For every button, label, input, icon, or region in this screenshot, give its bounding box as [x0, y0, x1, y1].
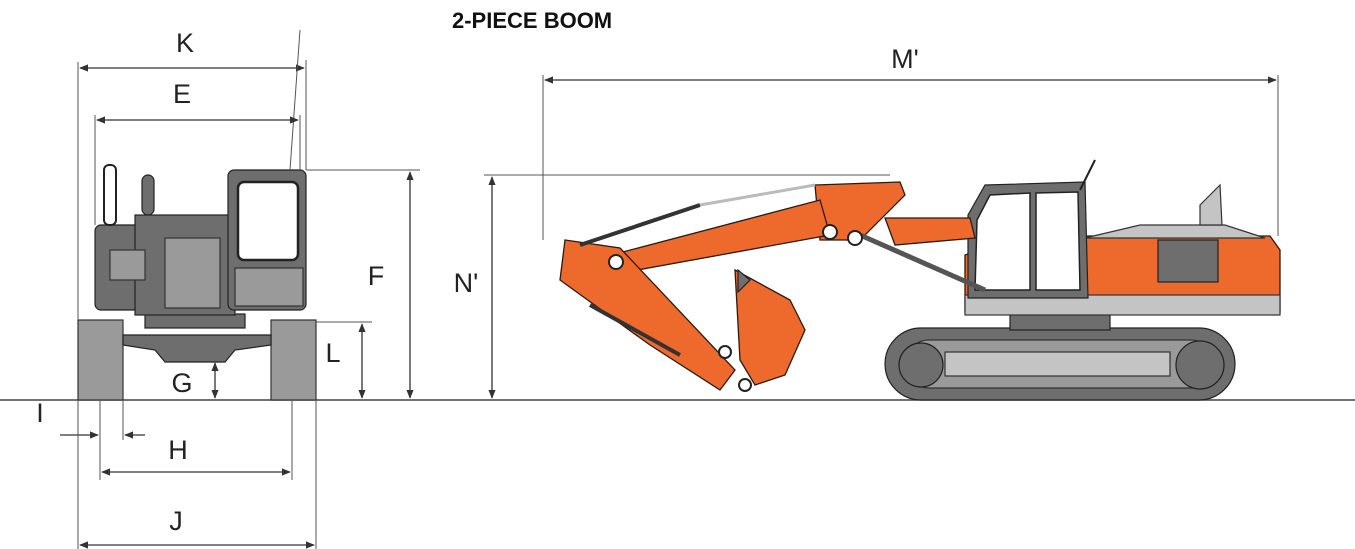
left-track [77, 319, 124, 401]
label-l: L [325, 338, 340, 368]
side-panel [109, 249, 146, 281]
idler-wheel [898, 342, 944, 388]
pin-boom [847, 230, 863, 246]
swing-ring [144, 313, 246, 329]
cab-lower-panel [234, 267, 304, 307]
label-h: H [168, 435, 188, 465]
pin-knee [822, 224, 838, 240]
cab-antenna [1079, 159, 1096, 191]
label-k: K [176, 28, 194, 58]
track-rollers [944, 351, 1171, 377]
label-e: E [173, 79, 191, 109]
label-f: F [368, 261, 385, 291]
antenna [289, 29, 301, 171]
boom-cylinder [858, 232, 987, 293]
label-i: I [36, 398, 44, 428]
undercarriage-frame [122, 334, 272, 363]
drive-sprocket [1175, 340, 1225, 390]
diagram-title: 2-PIECE BOOM [452, 8, 612, 33]
exhaust-stack [141, 174, 155, 216]
side-view-excavator [559, 159, 1281, 401]
bucket-cylinder [589, 303, 681, 357]
pin-arm [608, 254, 624, 270]
cab-rear-window [1035, 191, 1081, 291]
pin-bucket [718, 345, 732, 359]
boom-upper-section [884, 217, 976, 246]
arm [559, 239, 736, 391]
hood-panel [164, 237, 221, 309]
front-view-excavator [77, 164, 317, 401]
side-view-dimensions [484, 75, 1279, 399]
cab-window [236, 180, 300, 262]
label-g: G [171, 368, 192, 398]
lower-deck [964, 294, 1281, 316]
front-view-dimensions [60, 29, 420, 549]
bucket [734, 268, 806, 386]
arm-cylinder [579, 203, 701, 247]
right-track [270, 319, 317, 401]
radiator-grille [1157, 239, 1219, 283]
handrail [103, 164, 117, 226]
engine-cover [1084, 224, 1266, 239]
label-j: J [169, 506, 183, 536]
label-n-prime: N' [454, 268, 479, 298]
pin-link [738, 378, 752, 392]
label-m-prime: M' [891, 44, 919, 74]
exhaust-pipe [1199, 183, 1223, 226]
cab-door-window [974, 192, 1031, 291]
arm-cylinder-rod [699, 183, 816, 207]
bucket-teeth [737, 268, 751, 294]
